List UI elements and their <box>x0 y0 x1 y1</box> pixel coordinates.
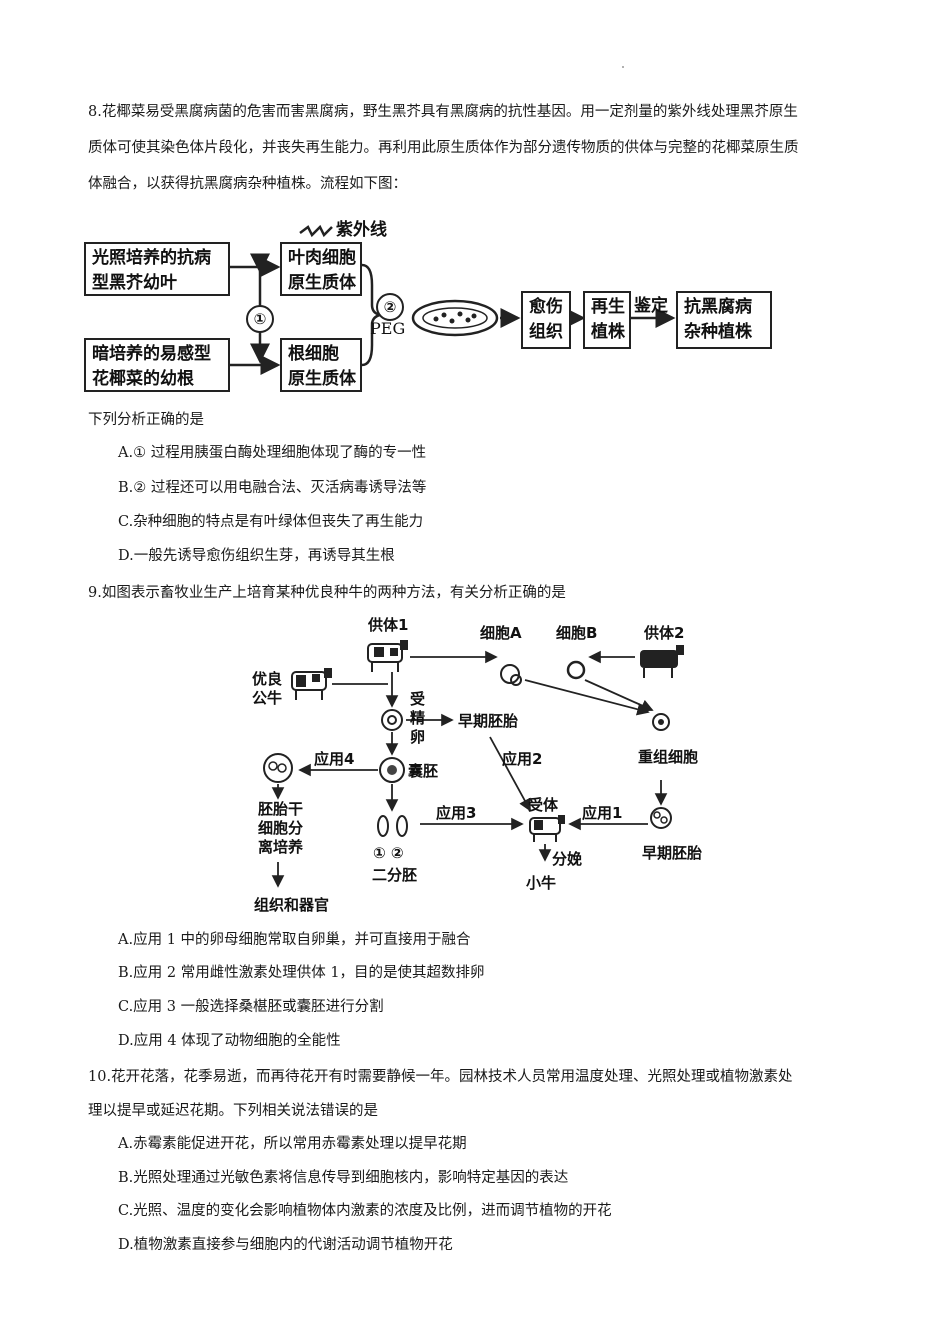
q9-breeding-figure: 供体1 细胞A 细胞B 供体2 优良 公牛 受 精 卵 早期胚胎 应用4 应用2… <box>240 612 740 922</box>
blastocyst-label: 囊胚 <box>408 762 439 780</box>
q9-option-d: D.应用 4 体现了动物细胞的全能性 <box>118 1033 341 1049</box>
box-b-line-2: 花椰菜的幼根 <box>92 368 194 389</box>
cell-b-label: 细胞B <box>556 624 598 642</box>
box-resistant-mustard-leaf: 光照培养的抗病 型黑芥幼叶 <box>84 242 230 296</box>
cell-a-icon <box>500 664 522 686</box>
donor1-cow-icon <box>367 640 408 672</box>
step-2-marker: ② <box>376 293 404 321</box>
bull-label-line-2: 公牛 <box>252 688 283 707</box>
stem-cell-icon <box>263 753 293 783</box>
box-cauliflower-root: 暗培养的易感型 花椰菜的幼根 <box>84 338 230 392</box>
early-embryo-2-label: 早期胚胎 <box>642 844 703 862</box>
donor2-cow-icon <box>640 645 684 678</box>
uv-label: 紫外线 <box>336 220 387 240</box>
q10-option-a: A.赤霉素能促进开花，所以常用赤霉素处理以提早花期 <box>118 1136 467 1152</box>
box-regenerated-plant: 再生 植株 <box>583 291 631 349</box>
identify-label: 鉴定 <box>634 296 668 316</box>
q9-stem: 9.如图表示畜牧业生产上培育某种优良种牛的两种方法，有关分析正确的是 <box>88 585 566 601</box>
box-callus-line-1: 愈伤 <box>529 297 563 317</box>
box-a-line-1: 光照培养的抗病 <box>92 248 211 268</box>
q8-prompt: 下列分析正确的是 <box>88 412 204 428</box>
recombined-cell-icon <box>652 713 670 731</box>
q10-option-b: B.光照处理通过光敏色素将信息传导到细胞核内，影响特定基因的表达 <box>118 1170 569 1186</box>
recipient-label: 受体 <box>528 796 559 814</box>
fertilized-egg-icon <box>381 709 403 731</box>
fertilized-char-2: 精 <box>410 708 426 727</box>
stem-cell-line-2: 细胞分 <box>258 818 304 837</box>
box-root-protoplast: 根细胞 原生质体 <box>280 338 362 392</box>
box-d-line-1: 根细胞 <box>288 344 339 364</box>
box-callus-line-2: 组织 <box>529 321 563 342</box>
q8-stem-line-3: 体融合，以获得抗黑腐病杂种植株。流程如下图： <box>88 176 407 192</box>
twin-marks: ① ② <box>373 844 404 862</box>
q8-stem-line-1: 8.花椰菜易受黑腐病菌的危害而害黑腐病，野生黑芥具有黑腐病的抗性基因。用一定剂量… <box>88 104 798 120</box>
stem-cell-line-1: 胚胎干 <box>258 800 304 818</box>
early-embryo-1-label: 早期胚胎 <box>458 712 519 730</box>
flowchart-arrows <box>230 224 676 375</box>
app3-label: 应用3 <box>436 804 477 822</box>
box-a-line-2: 型黑芥幼叶 <box>92 272 177 293</box>
q10-stem-line-1: 10.花开花落，花季易逝，而再待花开有时需要静候一年。园林技术人员常用温度处理、… <box>88 1069 793 1085</box>
q8-stem-line-2: 质体可使其染色体片段化，并丧失再生能力。再利用此原生质体作为部分遗传物质的供体与… <box>88 140 799 156</box>
recombined-cell-label: 重组细胞 <box>638 748 699 766</box>
box-regen-line-2: 植株 <box>591 321 625 342</box>
bull-cow-icon <box>291 668 332 700</box>
cell-a-label: 细胞A <box>480 624 522 642</box>
q8-flowchart-figure: 光照培养的抗病 型黑芥幼叶 暗培养的易感型 花椰菜的幼根 叶肉细胞 原生质体 根… <box>80 205 780 400</box>
bull-label-line-1: 优良 <box>252 670 283 688</box>
early-embryo-icon <box>650 807 672 829</box>
box-callus: 愈伤 组织 <box>521 291 571 349</box>
app4-label: 应用4 <box>314 750 355 768</box>
fertilized-char-1: 受 <box>410 690 426 708</box>
q10-option-d: D.植物激素直接参与细胞内的代谢活动调节植物开花 <box>118 1237 453 1253</box>
box-result-line-2: 杂种植株 <box>684 321 752 342</box>
fertilized-char-3: 卵 <box>410 727 426 746</box>
stem-cell-line-3: 离培养 <box>258 837 304 856</box>
cell-b-icon <box>566 660 586 680</box>
q10-stem-line-2: 理以提早或延迟花期。下列相关说法错误的是 <box>88 1103 378 1119</box>
tissue-label: 组织和器官 <box>254 896 330 914</box>
box-mesophyll-protoplast: 叶肉细胞 原生质体 <box>280 242 362 296</box>
peg-label: PEG <box>370 319 406 338</box>
delivery-label: 分娩 <box>552 850 583 868</box>
box-d-line-2: 原生质体 <box>288 368 356 389</box>
donor1-label: 供体1 <box>368 616 409 634</box>
q8-option-d: D.一般先诱导愈伤组织生芽，再诱导其生根 <box>118 548 395 564</box>
q9-option-c: C.应用 3 一般选择桑椹胚或囊胚进行分割 <box>118 999 384 1015</box>
split-embryo-icon <box>377 815 408 837</box>
box-c-line-1: 叶肉细胞 <box>288 248 356 268</box>
app2-label: 应用2 <box>502 750 543 768</box>
box-c-line-2: 原生质体 <box>288 272 356 293</box>
blastocyst-icon <box>379 757 405 783</box>
recipient-cow-icon <box>529 815 565 842</box>
q8-option-b: B.② 过程还可以用电融合法、灭活病毒诱导法等 <box>118 480 427 496</box>
fertilized-egg-label: 受 精 卵 <box>410 690 425 746</box>
scan-dot <box>622 66 624 68</box>
app1-label: 应用1 <box>582 804 623 822</box>
box-b-line-1: 暗培养的易感型 <box>92 344 211 364</box>
bull-label: 优良 公牛 <box>252 670 282 708</box>
q8-option-a: A.① 过程用胰蛋白酶处理细胞体现了酶的专一性 <box>118 445 427 461</box>
stem-cell-label: 胚胎干 细胞分 离培养 <box>258 800 303 856</box>
donor2-label: 供体2 <box>644 624 685 642</box>
calf-label: 小牛 <box>526 874 557 892</box>
breeding-arrows <box>263 640 684 888</box>
q8-option-c: C.杂种细胞的特点是有叶绿体但丧失了再生能力 <box>118 514 424 530</box>
q10-option-c: C.光照、温度的变化会影响植物体内激素的浓度及比例，进而调节植物的开花 <box>118 1203 612 1219</box>
box-result-line-1: 抗黑腐病 <box>684 297 752 317</box>
box-regen-line-1: 再生 <box>591 297 625 317</box>
q9-option-b: B.应用 2 常用雌性激素处理供体 1，目的是使其超数排卵 <box>118 965 485 981</box>
step-1-marker: ① <box>246 305 274 333</box>
box-hybrid-plant: 抗黑腐病 杂种植株 <box>676 291 772 349</box>
q9-option-a: A.应用 1 中的卵母细胞常取自卵巢，并可直接用于融合 <box>118 932 471 948</box>
two-cell-label: 二分胚 <box>372 866 418 884</box>
